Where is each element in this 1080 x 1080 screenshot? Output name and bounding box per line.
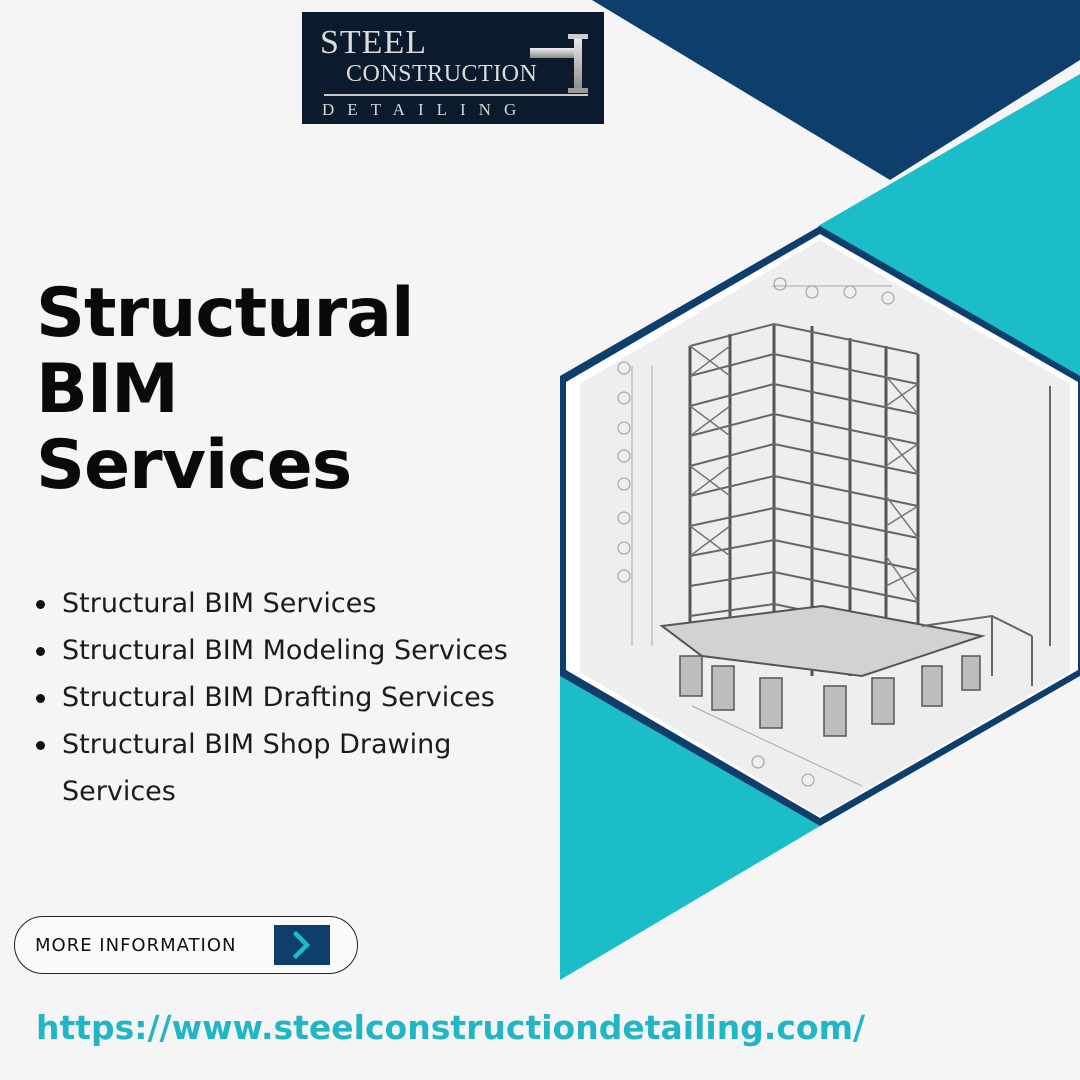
navy-triangle bbox=[592, 0, 1080, 180]
title-line-3: Services bbox=[36, 426, 352, 505]
more-information-label: MORE INFORMATION bbox=[35, 935, 237, 956]
steel-building-illustration bbox=[580, 240, 1070, 816]
logo-line-steel: STEEL bbox=[320, 24, 427, 61]
company-logo: STEEL CONSTRUCTION DETAILING bbox=[302, 12, 604, 124]
list-item: Structural BIM Shop Drawing Services bbox=[30, 721, 550, 815]
teal-triangle-top bbox=[818, 74, 1080, 378]
page-title: Structural BIM Services bbox=[36, 276, 506, 504]
list-item: Structural BIM Drafting Services bbox=[30, 674, 550, 721]
title-line-2: BIM bbox=[36, 350, 179, 429]
logo-rule bbox=[324, 94, 588, 96]
list-item: Structural BIM Modeling Services bbox=[30, 627, 550, 674]
more-information-button[interactable]: MORE INFORMATION bbox=[14, 916, 358, 974]
teal-triangle-bottom bbox=[560, 676, 820, 980]
logo-line-detailing: DETAILING bbox=[322, 100, 530, 119]
website-link[interactable]: https://www.steelconstructiondetailing.c… bbox=[36, 1008, 866, 1047]
list-item: Structural BIM Services bbox=[30, 580, 550, 627]
chevron-right-icon[interactable] bbox=[274, 925, 330, 965]
steel-beam-icon bbox=[530, 34, 588, 93]
title-line-1: Structural bbox=[36, 274, 414, 353]
services-list: Structural BIM Services Structural BIM M… bbox=[30, 580, 550, 815]
logo-line-construction: CONSTRUCTION bbox=[346, 61, 538, 87]
